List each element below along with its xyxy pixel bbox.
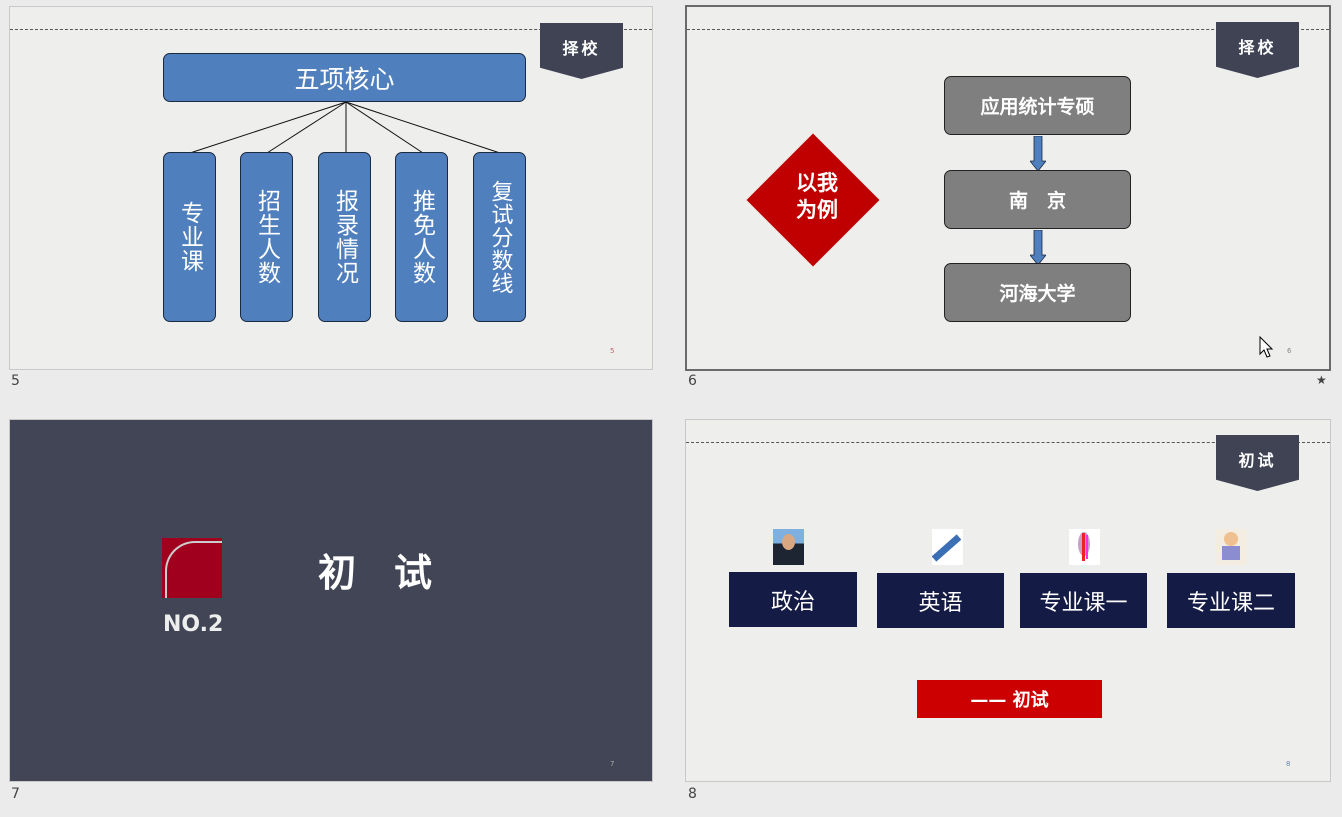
slide-thumbnail-7[interactable]: NO.2 初 试 7 [9, 419, 653, 782]
section-ribbon: 择校 [540, 23, 623, 79]
mouse-cursor-icon [1259, 336, 1273, 358]
slide-number: 6 [688, 373, 697, 389]
page-number: 6 [1287, 347, 1292, 355]
studying-child-image [1216, 529, 1247, 565]
connector-lines [189, 101, 501, 154]
slide-thumbnail-5[interactable]: 择校 五项核心 专业课 招生人数 报录情况 推免人数 复试分数线 5 [9, 6, 653, 370]
transition-star-icon[interactable]: ★ [1316, 373, 1327, 387]
core-item-box: 推免人数 [395, 152, 448, 322]
portrait-photo-image [773, 529, 804, 565]
page-number: 5 [610, 347, 615, 355]
chart-image [1069, 529, 1100, 565]
success-arrow-image [931, 529, 963, 565]
core-item-box: 招生人数 [240, 152, 293, 322]
page-number: 8 [1286, 760, 1291, 768]
subject-box-major-1: 专业课一 [1020, 573, 1147, 628]
flow-step: 应用统计专硕 [944, 76, 1131, 135]
slide-thumbnail-8[interactable]: 初试 政治 英语 专业课一 专业课二 —— 初试 8 [685, 419, 1331, 782]
section-number: NO.2 [163, 612, 224, 637]
dashed-divider [687, 29, 1329, 30]
accent-square [162, 538, 222, 598]
core-item-box: 报录情况 [318, 152, 371, 322]
subject-box-english: 英语 [877, 573, 1004, 628]
section-title: 初 试 [318, 551, 433, 595]
flow-step: 南 京 [944, 170, 1131, 229]
example-label: 以我为例 [796, 171, 838, 222]
dashed-divider [10, 29, 652, 30]
section-tag: —— 初试 [917, 680, 1102, 718]
slide-number: 7 [11, 786, 20, 802]
flow-step: 河海大学 [944, 263, 1131, 322]
subject-box-major-2: 专业课二 [1167, 573, 1295, 628]
accent-arc [165, 541, 222, 598]
core-title-box: 五项核心 [163, 53, 526, 102]
section-ribbon: 择校 [1216, 22, 1299, 78]
section-ribbon: 初试 [1216, 435, 1299, 491]
slide-number: 5 [11, 373, 20, 389]
subject-box-politics: 政治 [729, 572, 857, 627]
down-arrow-icon [1030, 230, 1046, 265]
slide-thumbnail-6[interactable]: 择校 以我为例 应用统计专硕 南 京 河海大学 6 [685, 5, 1331, 371]
dashed-divider [686, 442, 1330, 443]
slide-number: 8 [688, 786, 697, 802]
core-item-box: 专业课 [163, 152, 216, 322]
core-item-box: 复试分数线 [473, 152, 526, 322]
down-arrow-icon [1030, 136, 1046, 171]
page-number: 7 [610, 760, 615, 768]
